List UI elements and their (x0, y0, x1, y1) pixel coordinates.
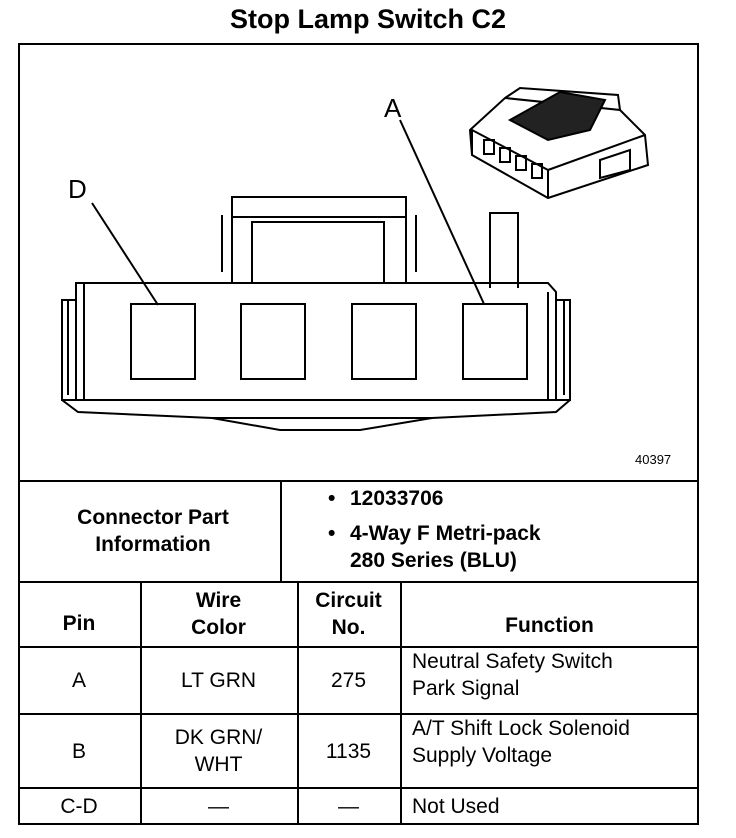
divider (18, 787, 699, 789)
table-row-function: Not Used (412, 794, 500, 818)
divider (280, 480, 282, 581)
list-item: •12033706 (328, 487, 444, 510)
divider (297, 581, 299, 825)
table-row-pin: A (71, 669, 86, 692)
table-row-pin: C-D (60, 794, 98, 818)
table-row-color: DK GRN/WHT (174, 726, 263, 776)
divider (18, 581, 699, 583)
divider (18, 713, 699, 715)
list-item: •4-Way F Metri-pack (328, 522, 541, 545)
part-info-list: •12033706 •4-Way F Metri-pack 280 Series… (328, 485, 541, 574)
table-row-color: LT GRN (180, 669, 257, 692)
divider (18, 480, 699, 482)
header-pin: Pin (62, 611, 96, 635)
page-title: Stop Lamp Switch C2 (229, 4, 507, 34)
divider (400, 581, 402, 825)
table-row-pin: B (71, 739, 86, 763)
list-item: 280 Series (BLU) (350, 549, 517, 572)
header-function: Function (505, 613, 594, 637)
table-row-color: — (208, 794, 229, 818)
pin-a-callout: A (384, 93, 402, 123)
divider (18, 646, 699, 648)
table-row-circuit: — (338, 794, 359, 818)
table-row-circuit: 1135 (325, 739, 372, 763)
table-row-circuit: 275 (330, 669, 367, 692)
pin-d-callout: D (68, 174, 87, 204)
figure-number: 40397 (635, 452, 672, 467)
document-frame (18, 43, 699, 825)
part-info-label: Connector Part Information (77, 505, 229, 556)
connector-thumbnail-icon (468, 86, 650, 200)
divider (140, 581, 142, 825)
